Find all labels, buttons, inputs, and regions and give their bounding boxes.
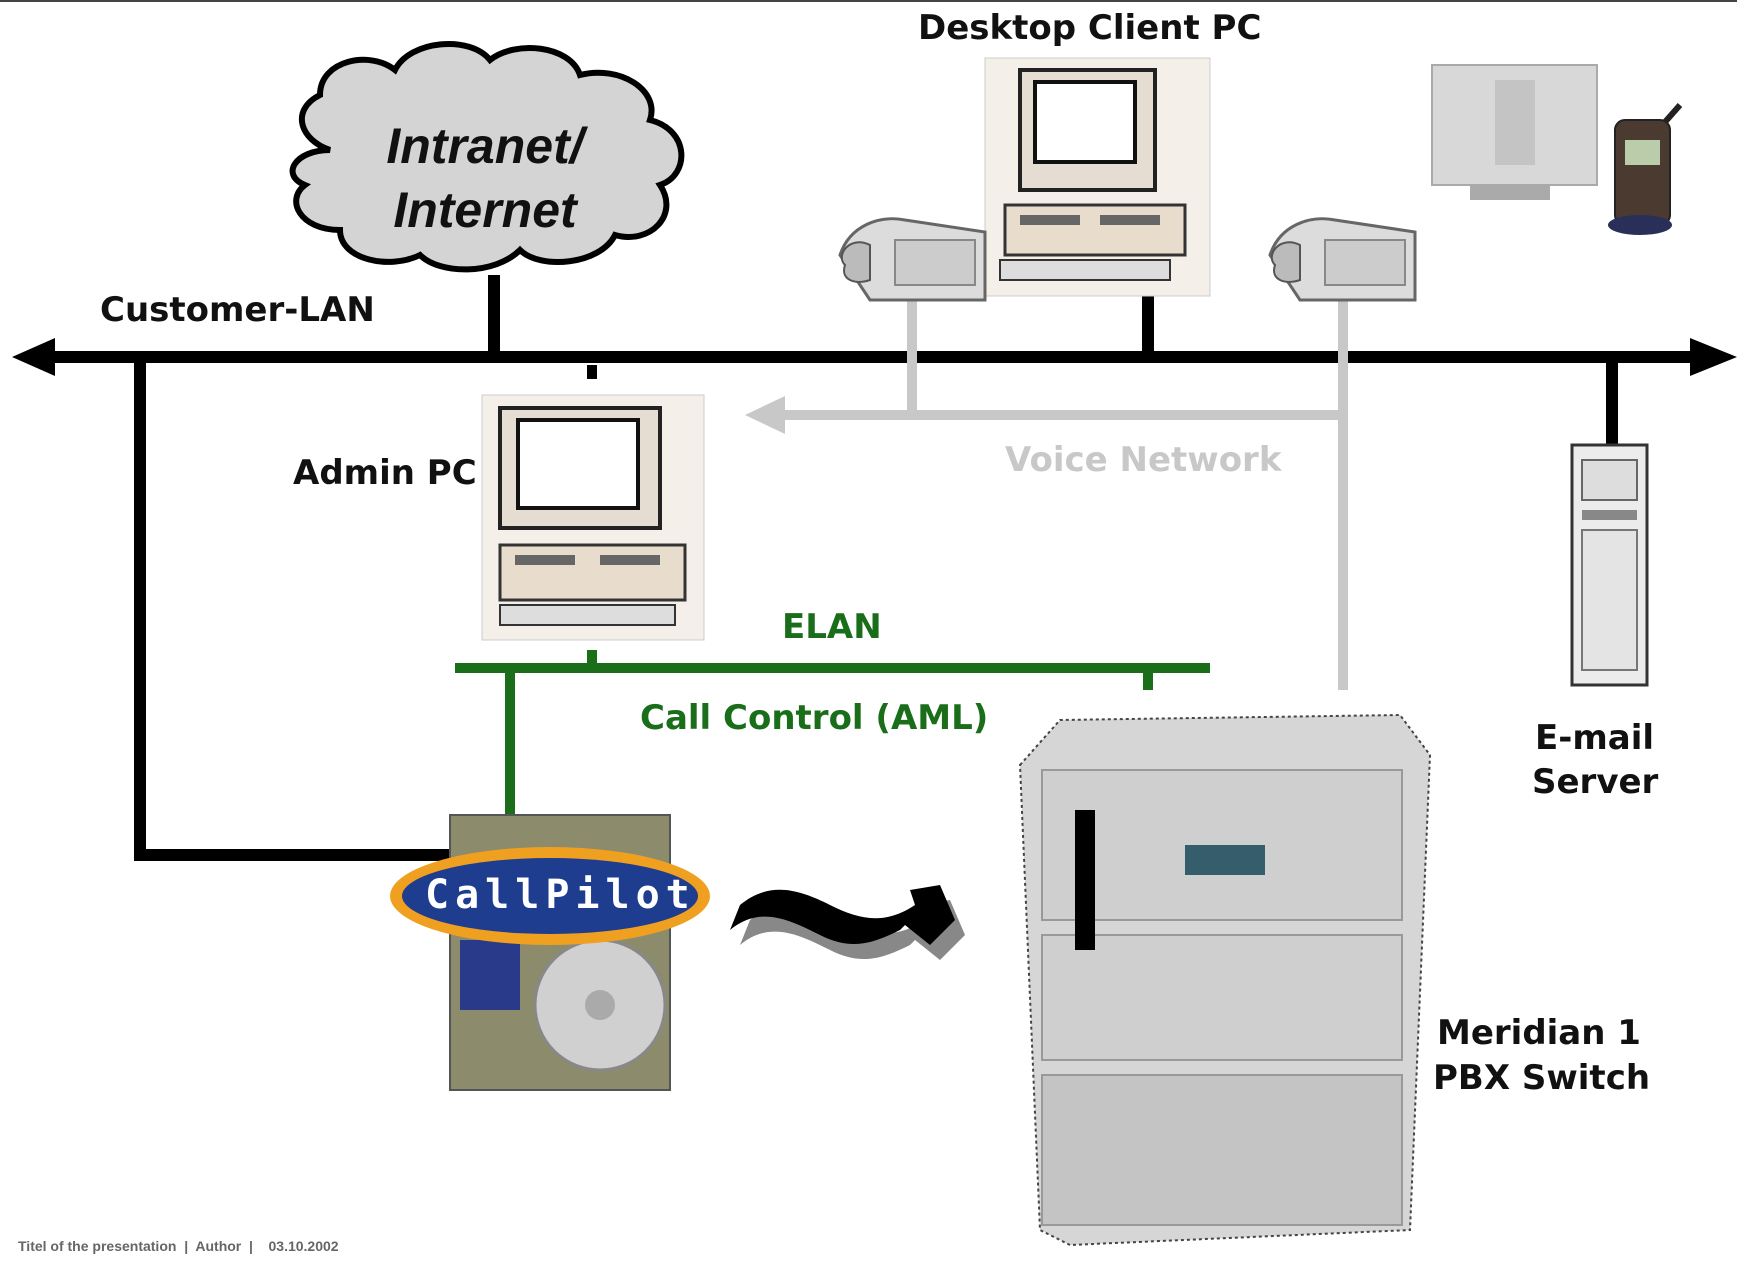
desktop-client-pc-label: Desktop Client PC: [918, 8, 1262, 48]
email-server-icon: [1570, 443, 1649, 687]
voice-network-label: Voice Network: [1005, 440, 1282, 480]
elan-bus: [455, 650, 1210, 815]
callpilot-logo: [390, 847, 710, 945]
admin-pc-label: Admin PC: [293, 453, 477, 493]
email-server-label-line1: E-mail: [1535, 718, 1655, 758]
call-control-label: Call Control (AML): [640, 698, 989, 738]
email-server-label-line2: Server: [1532, 762, 1659, 802]
desk-phone-left-icon: [838, 217, 987, 302]
meridian-pbx-icon: [1018, 713, 1432, 1247]
wireless-base-station-icon: [1431, 64, 1598, 200]
footer-text: Titel of the presentation | Author | 03.…: [18, 1238, 339, 1254]
mobile-phone-icon: [1608, 103, 1683, 235]
desktop-pc-icon: [984, 57, 1211, 297]
desk-phone-right-icon: [1268, 217, 1417, 302]
intranet-cloud-icon: [289, 41, 685, 273]
cloud-label-line2: Internet: [393, 182, 577, 238]
cloud-label-line1: Intranet/: [386, 118, 584, 174]
customer-lan-bus: [12, 275, 1737, 861]
customer-lan-label: Customer-LAN: [100, 290, 375, 330]
callpilot-to-pbx-arrow-icon: [730, 885, 965, 960]
admin-pc-icon: [481, 394, 705, 641]
meridian-label-line2: PBX Switch: [1433, 1058, 1651, 1098]
callpilot-logo-text: CallPilot: [425, 872, 696, 918]
meridian-label-line1: Meridian 1: [1437, 1013, 1641, 1053]
elan-label: ELAN: [782, 607, 882, 647]
